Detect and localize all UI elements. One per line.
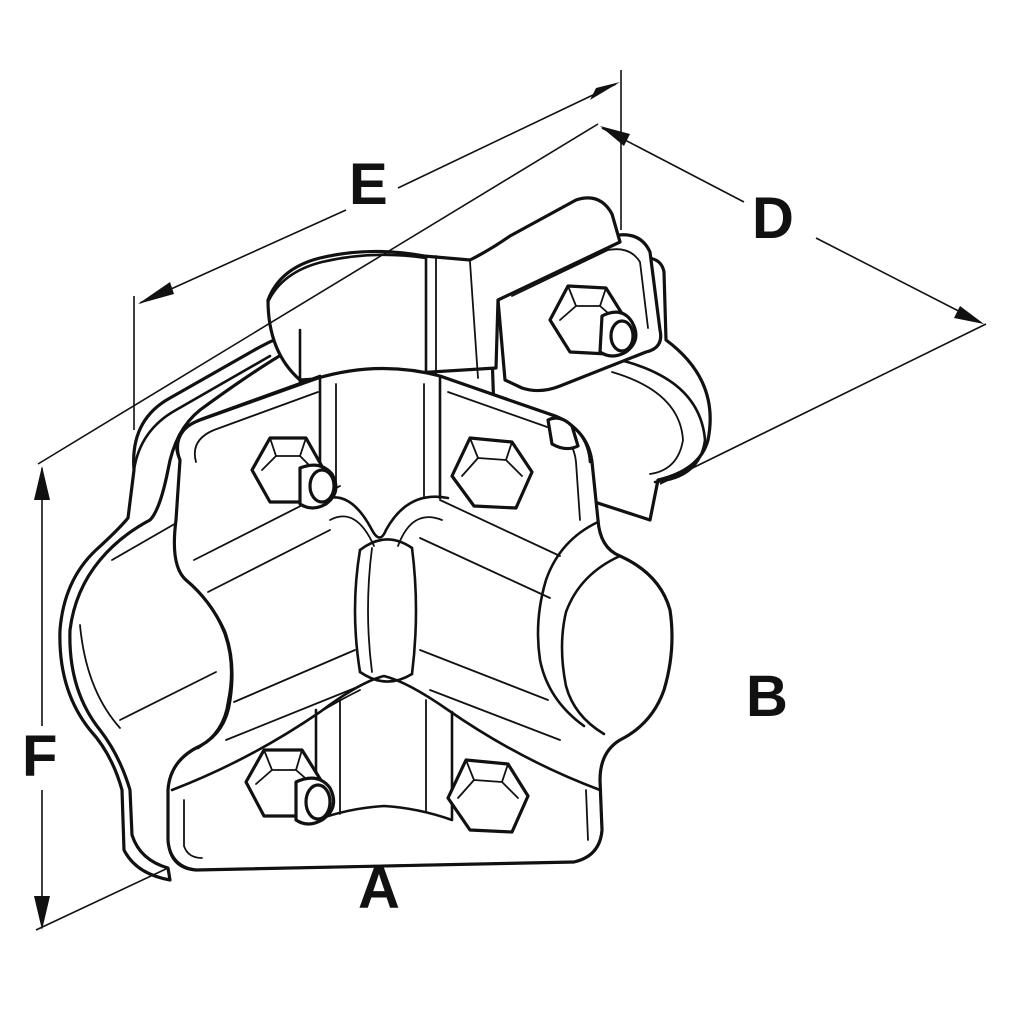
bolt-upper-left [250,436,338,510]
arrow-d-top [600,126,630,146]
bolt-lower-left [244,748,336,826]
label-d: D [752,186,794,251]
dimension-e [133,70,622,430]
arrow-d-bottom [954,306,984,324]
label-b: B [746,664,788,729]
arrow-e-left [138,282,174,304]
bolt-rear [546,284,638,451]
bolt-upper-right [450,436,534,510]
dimension-d [37,123,987,485]
arrow-f-bottom [34,896,50,930]
dimension-f [34,466,169,931]
arrow-f-top [34,466,50,500]
label-f: F [22,724,58,789]
bolt-lower-right [446,758,530,834]
top-pipe-stub [266,196,622,386]
label-a: A [358,856,400,921]
label-e: E [349,152,388,217]
arrow-e-right [590,82,620,100]
left-plate [58,328,302,882]
